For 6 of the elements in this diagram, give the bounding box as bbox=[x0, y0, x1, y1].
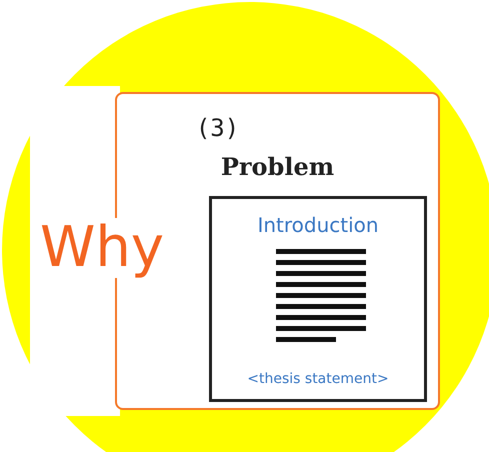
section-heading: Problem bbox=[220, 152, 336, 181]
box-heading: Introduction bbox=[256, 213, 380, 237]
side-label: Why bbox=[40, 218, 164, 278]
section-number: (3) bbox=[194, 114, 240, 142]
paragraph-box bbox=[209, 196, 427, 402]
placeholder-text: <thesis statement> bbox=[246, 371, 390, 387]
